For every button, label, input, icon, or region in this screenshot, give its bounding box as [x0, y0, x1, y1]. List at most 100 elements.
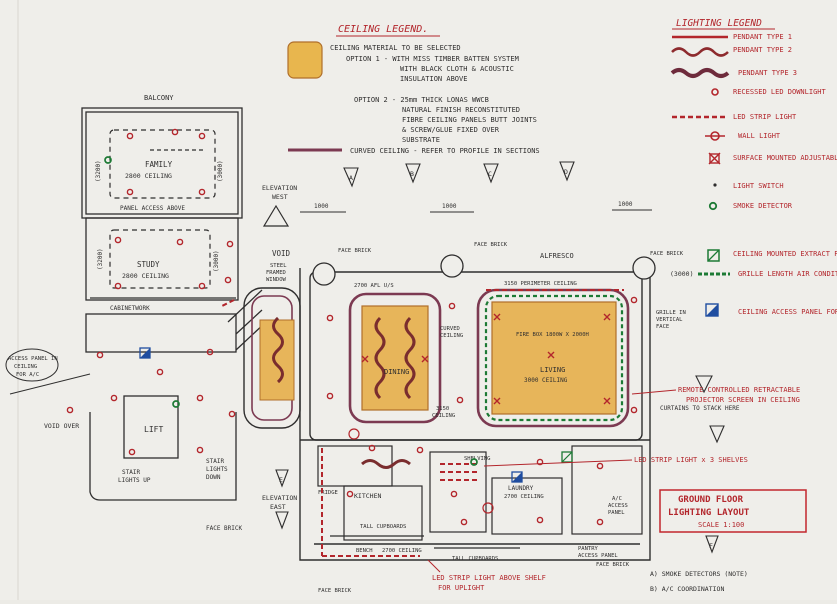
stair-down-label3: DOWN: [206, 474, 221, 481]
access-note-1: ACCESS PANEL IN: [8, 356, 58, 362]
surface-adjustable-symbol: [708, 152, 721, 165]
pendant-type3-label: PENDANT TYPE 3: [738, 69, 797, 77]
void-over-label: VOID OVER: [44, 422, 79, 430]
shelving-label: SHELVING: [464, 456, 491, 462]
grille-vertical-2: VERTICAL: [656, 317, 683, 323]
extract-fan-label: CEILING MOUNTED EXTRACT FAN: [733, 250, 837, 258]
elevation-west-1: ELEVATION: [262, 184, 297, 192]
pendant-type3-symbol: [670, 68, 730, 78]
wall-light-label: WALL LIGHT: [738, 132, 781, 140]
family-ceiling-label: 2800 CEILING: [125, 172, 172, 180]
ceiling-3150-label: 3150 PERIMETER CEILING: [504, 281, 577, 287]
access-panel-label: CEILING ACCESS PANEL FOR A/C FAN COIL UN…: [738, 308, 837, 316]
light-switch-symbol: [713, 183, 717, 187]
steel-window-2: FRAMED: [266, 270, 286, 276]
option2-line4: & SCREW/GLUE FIXED OVER: [402, 126, 500, 134]
ceiling-material-swatch: [287, 41, 323, 79]
led-above-note-1: LED STRIP LIGHT ABOVE SHELF: [432, 574, 546, 582]
grille-vertical-3: FACE: [656, 324, 669, 330]
study-dim-right: (3000): [213, 250, 220, 272]
face-brick-center-b: FACE BRICK: [474, 242, 508, 248]
smoke-detector-symbol: [708, 201, 718, 211]
ceiling-material-note: CEILING MATERIAL TO BE SELECTED: [330, 44, 461, 52]
void-ceiling-outer: [243, 287, 301, 429]
pantry-panel-2: ACCESS PANEL: [578, 553, 618, 559]
cabinetwork-label: CABINETWORK: [110, 305, 150, 312]
face-brick-left: FACE BRICK: [206, 525, 243, 532]
dining-label: DINING: [384, 368, 409, 376]
living-grille-dashed: [484, 294, 624, 422]
study-label: STUDY: [137, 260, 160, 269]
dim-1000-a: 1000: [314, 203, 329, 210]
title-scale: SCALE 1:100: [698, 521, 744, 529]
grille-label: GRILLE LENGTH AIR CONDITIONING GRILLE: [738, 270, 837, 278]
columns: [312, 254, 656, 286]
ceiling-2700b-label: 2700 CEILING: [382, 548, 422, 554]
surface-adjustable-label: SURFACE MOUNTED ADJUSTABLE: [733, 154, 837, 162]
led-shelf-note: LED STRIP LIGHT x 3 SHELVES: [634, 456, 748, 464]
section-tag-c: C: [488, 170, 492, 178]
option2-line2: NATURAL FINISH RECONSTITUTED: [402, 106, 520, 114]
curved-ceiling-2: CEILING: [440, 333, 463, 339]
pantry-panel-1: PANTRY: [578, 546, 599, 552]
title-line2: LIGHTING LAYOUT: [668, 508, 750, 518]
face-brick-right: FACE BRICK: [650, 251, 684, 257]
left-wing-walls: [81, 107, 267, 501]
family-dim-left: (3200): [95, 160, 102, 182]
kitchen-label: KITCHEN: [354, 492, 381, 500]
study-dim-left: (3200): [97, 248, 104, 270]
fridge-label: FRIDGE: [318, 490, 338, 496]
led-above-note-2: FOR UPLIGHT: [438, 584, 485, 592]
elevation-east-2: EAST: [270, 503, 286, 511]
dining-ceiling-outer: [348, 292, 442, 424]
living-label: LIVING: [540, 366, 565, 374]
alfresco-label: ALFRESCO: [540, 252, 574, 260]
grille-vertical-1: GRILLE IN: [656, 310, 686, 316]
led-shelf-leader: [483, 459, 633, 467]
elevation-east-1: ELEVATION: [262, 494, 297, 502]
family-dim-right: (3000): [217, 160, 224, 182]
dining-ceiling-panel: [361, 305, 429, 411]
note-a: A) SMOKE DETECTORS (NOTE): [650, 570, 748, 578]
led-above-leader: [427, 559, 441, 573]
kitchen-pendant: [361, 459, 411, 469]
pendant-type2-label: PENDANT TYPE 2: [733, 46, 792, 54]
section-tag-d: D: [564, 168, 568, 176]
option2-line3: FIBRE CEILING PANELS BUTT JOINTS: [402, 116, 537, 124]
access-panels-plan: [139, 347, 573, 483]
access-small-2: ACCESS: [608, 503, 628, 509]
smoke-detectors: [104, 156, 478, 466]
face-brick-bottom: FACE BRICK: [596, 562, 630, 568]
stair-down-label2: LIGHTS: [206, 466, 228, 473]
dim-1000-c: 1000: [618, 201, 633, 208]
tall-cupboards-label: TALL CUPBOARDS: [360, 524, 406, 530]
laundry-label: LAUNDRY: [508, 485, 534, 492]
curtains-note: CURTAINS TO STACK HERE: [660, 405, 740, 412]
steel-window-3: WINDOW: [266, 277, 287, 283]
dim-1000-b: 1000: [442, 203, 457, 210]
light-switch-label: LIGHT SWITCH: [733, 182, 784, 190]
tall-cupboards2-label: TALL CUPBOARDS: [452, 556, 498, 562]
callout-tags: [348, 428, 494, 514]
downlight-label: RECESSED LED DOWNLIGHT: [733, 88, 827, 96]
stair-up-label1: STAIR: [122, 469, 140, 476]
adjustable-lights: [361, 313, 611, 405]
access-panel-callout: ACCESS PANEL IN CEILING FOR A/C: [5, 348, 91, 395]
pendant-type1-label: PENDANT TYPE 1: [733, 33, 792, 41]
access-small-3: PANEL: [608, 510, 625, 516]
option1-line3: INSULATION ABOVE: [400, 75, 467, 83]
wall-light-symbol: [705, 131, 725, 141]
section-tag-a: A: [349, 174, 353, 182]
note-b: B) A/C COORDINATION: [650, 585, 724, 593]
face-brick-bottom-left: FACE BRICK: [318, 588, 352, 594]
section-markers: [275, 161, 725, 554]
access-panel-symbol: [705, 303, 719, 317]
bench-label: BENCH: [356, 548, 373, 554]
remote-leader: [631, 389, 677, 395]
grille-tag: (3000): [670, 270, 693, 278]
ceiling-legend-heading: CEILING LEGEND.: [338, 24, 428, 35]
title-block-box: [659, 489, 807, 533]
option1-line1: OPTION 1 - WITH MISS TIMBER BATTEN SYSTE…: [346, 55, 519, 63]
stair-up-label2: LIGHTS UP: [118, 477, 151, 484]
